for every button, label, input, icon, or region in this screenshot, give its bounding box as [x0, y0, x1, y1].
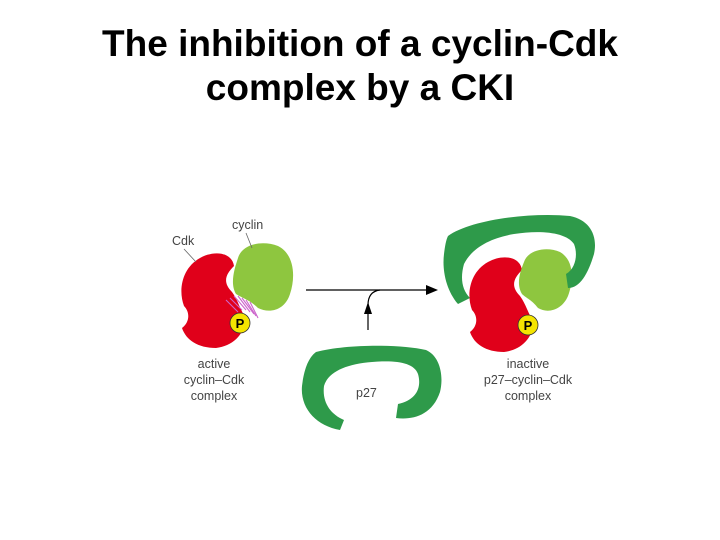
inactive-label-line-3: complex — [505, 389, 552, 403]
cdk-pointer — [183, 248, 197, 263]
title-line-1: The inhibition of a cyclin-Cdk — [102, 23, 618, 64]
p27-input-arrowhead — [364, 302, 372, 314]
active-label-line-1: active — [198, 357, 231, 371]
p27-protein — [301, 345, 442, 430]
active-label-line-3: complex — [191, 389, 238, 403]
reaction-arrow — [306, 285, 438, 330]
active-label-line-2: cyclin–Cdk — [184, 373, 245, 387]
slide-title: The inhibition of a cyclin-Cdk complex b… — [0, 22, 720, 110]
title-line-2: complex by a CKI — [205, 67, 515, 108]
p27-bound — [443, 214, 595, 304]
phosphate-label-left: P — [236, 316, 245, 331]
phosphate-circle-left — [229, 312, 251, 334]
main-arrowhead — [426, 285, 438, 295]
phosphate-circle-right — [517, 314, 539, 336]
phosphate-label-right: P — [524, 318, 533, 333]
cyclin-label: cyclin — [232, 218, 263, 232]
inactive-label-line-2: p27–cyclin–Cdk — [484, 373, 573, 387]
cyclin-subunit-inhibited — [518, 249, 572, 311]
inactive-complex: P inactive p27–cyclin–Cdk complex — [443, 214, 595, 403]
inactive-label-line-1: inactive — [507, 357, 549, 371]
active-site-lines — [225, 295, 259, 319]
cdk-subunit-inhibited — [469, 257, 534, 352]
cdk-label: Cdk — [172, 234, 195, 248]
cyclin-subunit — [232, 243, 294, 311]
cyclin-pointer — [245, 232, 253, 249]
active-complex: P cyclin Cdk active cyclin–Cdk complex — [172, 218, 294, 403]
free-p27: p27 — [301, 345, 442, 430]
p27-label: p27 — [356, 386, 377, 400]
